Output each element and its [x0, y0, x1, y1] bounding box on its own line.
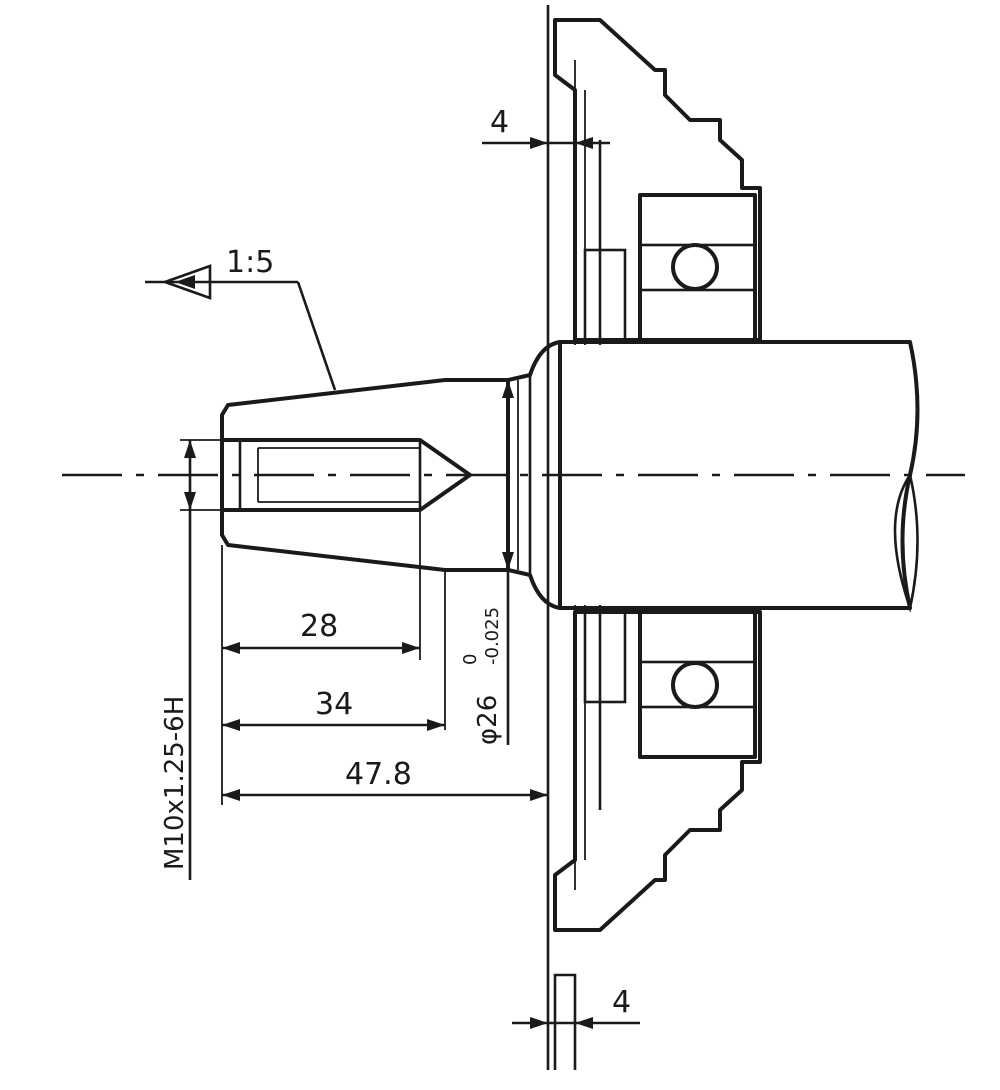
dimension-lines-horizontal	[221, 510, 548, 805]
diameter-lower-tolerance: -0.025	[482, 607, 503, 665]
thread-dimension	[180, 439, 240, 880]
bottom-gap-dimension	[512, 973, 640, 1070]
top-gap-dimension	[482, 137, 610, 149]
diameter-upper-tolerance: 0	[460, 654, 481, 665]
dimension-28-label: 28	[300, 609, 338, 644]
diameter-label: φ26	[473, 695, 503, 745]
seal-bottom	[583, 610, 627, 704]
dimension-34-label: 34	[315, 687, 353, 722]
seal-top	[583, 248, 627, 342]
dimension-47-8-label: 47.8	[345, 757, 412, 792]
thread-spec-label: M10x1.25-6H	[160, 696, 190, 870]
diameter-dimension	[502, 380, 514, 745]
taper-ratio-label: 1:5	[226, 245, 274, 280]
bearing-bottom	[638, 610, 757, 759]
bearing-top	[638, 193, 757, 342]
bottom-gap-label: 4	[612, 985, 631, 1020]
top-gap-label: 4	[490, 105, 509, 140]
main-shaft	[507, 340, 920, 613]
taper-annotation	[145, 264, 337, 391]
